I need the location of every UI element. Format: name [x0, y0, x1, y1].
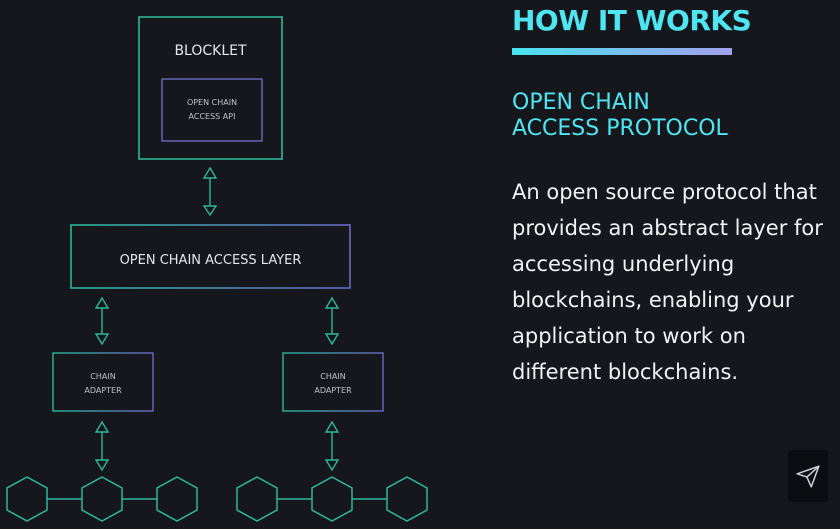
access-api-box: [161, 78, 263, 142]
title-underline: [512, 48, 732, 55]
access-api-label-line1: OPEN CHAIN: [187, 98, 237, 107]
chain-adapter-right-line2: ADAPTER: [314, 386, 352, 395]
block-hexagon-icon: [156, 476, 198, 522]
chain-adapter-right-line1: CHAIN: [320, 372, 345, 381]
blocklet-box: [138, 16, 283, 160]
block-hexagon-icon: [236, 476, 278, 522]
double-arrow-icon: [202, 166, 218, 217]
double-arrow-icon: [324, 420, 340, 472]
access-api-label-line2: ACCESS API: [189, 112, 236, 121]
blocklet-label: BLOCKLET: [174, 43, 247, 59]
blockchain-right: [236, 476, 428, 522]
access-layer-box: [70, 224, 351, 289]
block-hexagon-icon: [81, 476, 123, 522]
protocol-description: An open source protocol that provides an…: [512, 180, 823, 384]
blockchain-left: [6, 476, 198, 522]
double-arrow-icon: [94, 420, 110, 472]
block-hexagon-icon: [386, 476, 428, 522]
block-hexagon-icon: [6, 476, 48, 522]
chain-adapter-box-right: [282, 352, 384, 412]
architecture-diagram: BLOCKLET OPEN CHAIN ACCESS API OPEN CHAI…: [6, 16, 428, 522]
chain-adapter-left-line1: CHAIN: [90, 372, 115, 381]
double-arrow-icon: [94, 296, 110, 346]
block-hexagon-icon: [311, 476, 353, 522]
access-layer-label: OPEN CHAIN ACCESS LAYER: [120, 253, 302, 268]
protocol-title: OPEN CHAIN ACCESS PROTOCOL: [512, 90, 728, 141]
double-arrow-icon: [324, 296, 340, 346]
section-title: HOW IT WORKS: [512, 4, 752, 37]
chain-adapter-box-left: [52, 352, 154, 412]
send-button[interactable]: [788, 450, 828, 502]
paper-plane-icon: [796, 465, 820, 488]
chain-adapter-left-line2: ADAPTER: [84, 386, 122, 395]
